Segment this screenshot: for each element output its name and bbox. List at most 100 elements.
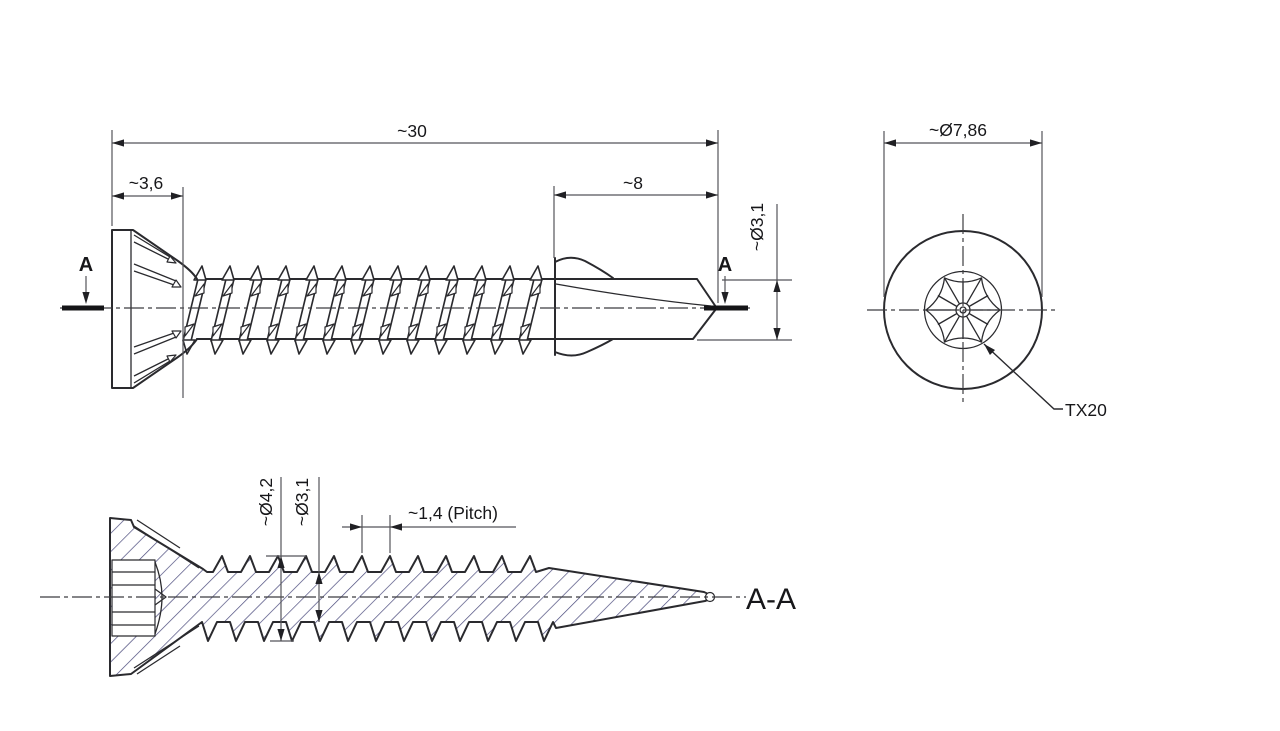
thread-facet	[184, 323, 195, 337]
dimensions: ~30 ~3,6 ~8 ~Ø3,1 A A ~Ø7,86 TX20 ~Ø4,2 …	[79, 120, 1107, 642]
thread-helix	[182, 265, 543, 355]
arrowhead	[390, 523, 402, 531]
arrowhead	[112, 192, 124, 200]
tx20-leader-line	[983, 343, 1063, 410]
drive-type-label: TX20	[1065, 400, 1107, 420]
thread-facet	[306, 283, 317, 297]
thread-crest-bottom	[210, 339, 224, 355]
head-outline	[111, 229, 198, 389]
section-head-rib-lines	[133, 519, 200, 675]
section-hatching	[110, 518, 711, 676]
thread-facet	[212, 323, 223, 337]
thread-crest-bottom	[238, 339, 252, 355]
head-end-view	[867, 214, 1063, 410]
drill-point-length-label: ~8	[623, 173, 643, 193]
thread-crest-bottom	[518, 339, 532, 355]
arrowhead	[315, 610, 323, 622]
thread-crest-top	[305, 265, 319, 281]
thread-facet	[390, 283, 401, 297]
arrowhead	[984, 344, 996, 356]
head-rib-lines	[133, 234, 178, 384]
thread-facet	[240, 323, 251, 337]
section-marker-left: A	[79, 254, 93, 276]
thread-crest-bottom	[350, 339, 364, 355]
arrowhead	[773, 280, 781, 292]
thread-crest-bottom	[378, 339, 392, 355]
thread-facet	[502, 283, 513, 297]
overall-length-label: ~30	[397, 121, 427, 141]
thread-crest-bottom	[434, 339, 448, 355]
drill-cutting-edge	[555, 283, 712, 307]
recess-lobe-lines	[112, 571, 155, 626]
thread-crest-top	[361, 265, 375, 281]
thread-crest-bottom	[322, 339, 336, 355]
arrowhead	[277, 629, 285, 641]
thread-facet	[268, 323, 279, 337]
thread-facet	[446, 283, 457, 297]
thread-crest-top	[445, 265, 459, 281]
thread-crest-top	[529, 265, 543, 281]
thread-facet	[222, 283, 233, 297]
thread-crest-bottom	[294, 339, 308, 355]
thread-facet	[464, 323, 475, 337]
torx-recess-section	[111, 559, 167, 637]
thread-crest-bottom	[406, 339, 420, 355]
arrowhead	[82, 292, 90, 304]
side-view	[60, 229, 750, 389]
head-view-crosshair	[867, 214, 1059, 402]
thread-facet	[352, 323, 363, 337]
dimension-lines	[85, 142, 1042, 641]
arrowhead	[706, 139, 718, 147]
extension-lines	[111, 130, 1043, 642]
arrowhead	[706, 191, 718, 199]
thread-crest-bottom	[490, 339, 504, 355]
arrowhead	[721, 292, 729, 304]
arrowhead	[1030, 139, 1042, 147]
thread-facet	[492, 323, 503, 337]
thread-crest-top	[221, 265, 235, 281]
thread-facet	[278, 283, 289, 297]
torx-facet-line	[965, 277, 983, 305]
core-diameter-label: ~Ø3,1	[292, 478, 312, 526]
thread-crest-top	[277, 265, 291, 281]
head-diameter-label: ~Ø7,86	[929, 120, 987, 140]
recess-pocket	[111, 559, 156, 637]
thread-crest-bottom	[266, 339, 280, 355]
thread-facet	[436, 323, 447, 337]
torx-facet-line	[943, 315, 961, 343]
thread-facet	[324, 323, 335, 337]
arrowhead	[884, 139, 896, 147]
arrowhead	[315, 572, 323, 584]
arrowhead	[171, 192, 183, 200]
thread-facet	[250, 283, 261, 297]
pitch-label: ~1,4 (Pitch)	[408, 503, 498, 523]
thread-facet	[194, 283, 205, 297]
torx-facet-line	[968, 294, 989, 308]
drill-flute	[554, 256, 614, 357]
section-title: A-A	[746, 583, 796, 616]
thread-crest-top	[333, 265, 347, 281]
torx-facet-line	[937, 294, 958, 308]
thread-facet	[474, 283, 485, 297]
thread-crest-top	[417, 265, 431, 281]
head-length-label: ~3,6	[129, 173, 164, 193]
torx-facet-line	[968, 312, 989, 326]
torx-facet-line	[937, 312, 958, 326]
torx-facet-line	[943, 277, 961, 305]
thread-crest-bottom	[462, 339, 476, 355]
thread-facet	[520, 323, 531, 337]
arrowhead	[554, 191, 566, 199]
arrowhead	[350, 523, 362, 531]
thread-crest-top	[389, 265, 403, 281]
thread-crest-top	[473, 265, 487, 281]
torx-facet-line	[965, 315, 983, 343]
thread-facet	[380, 323, 391, 337]
thread-crest-top	[501, 265, 515, 281]
thread-facet	[530, 283, 541, 297]
arrowhead	[277, 556, 285, 568]
thread-facet	[418, 283, 429, 297]
thread-crest-top	[193, 265, 207, 281]
arrowhead	[112, 139, 124, 147]
